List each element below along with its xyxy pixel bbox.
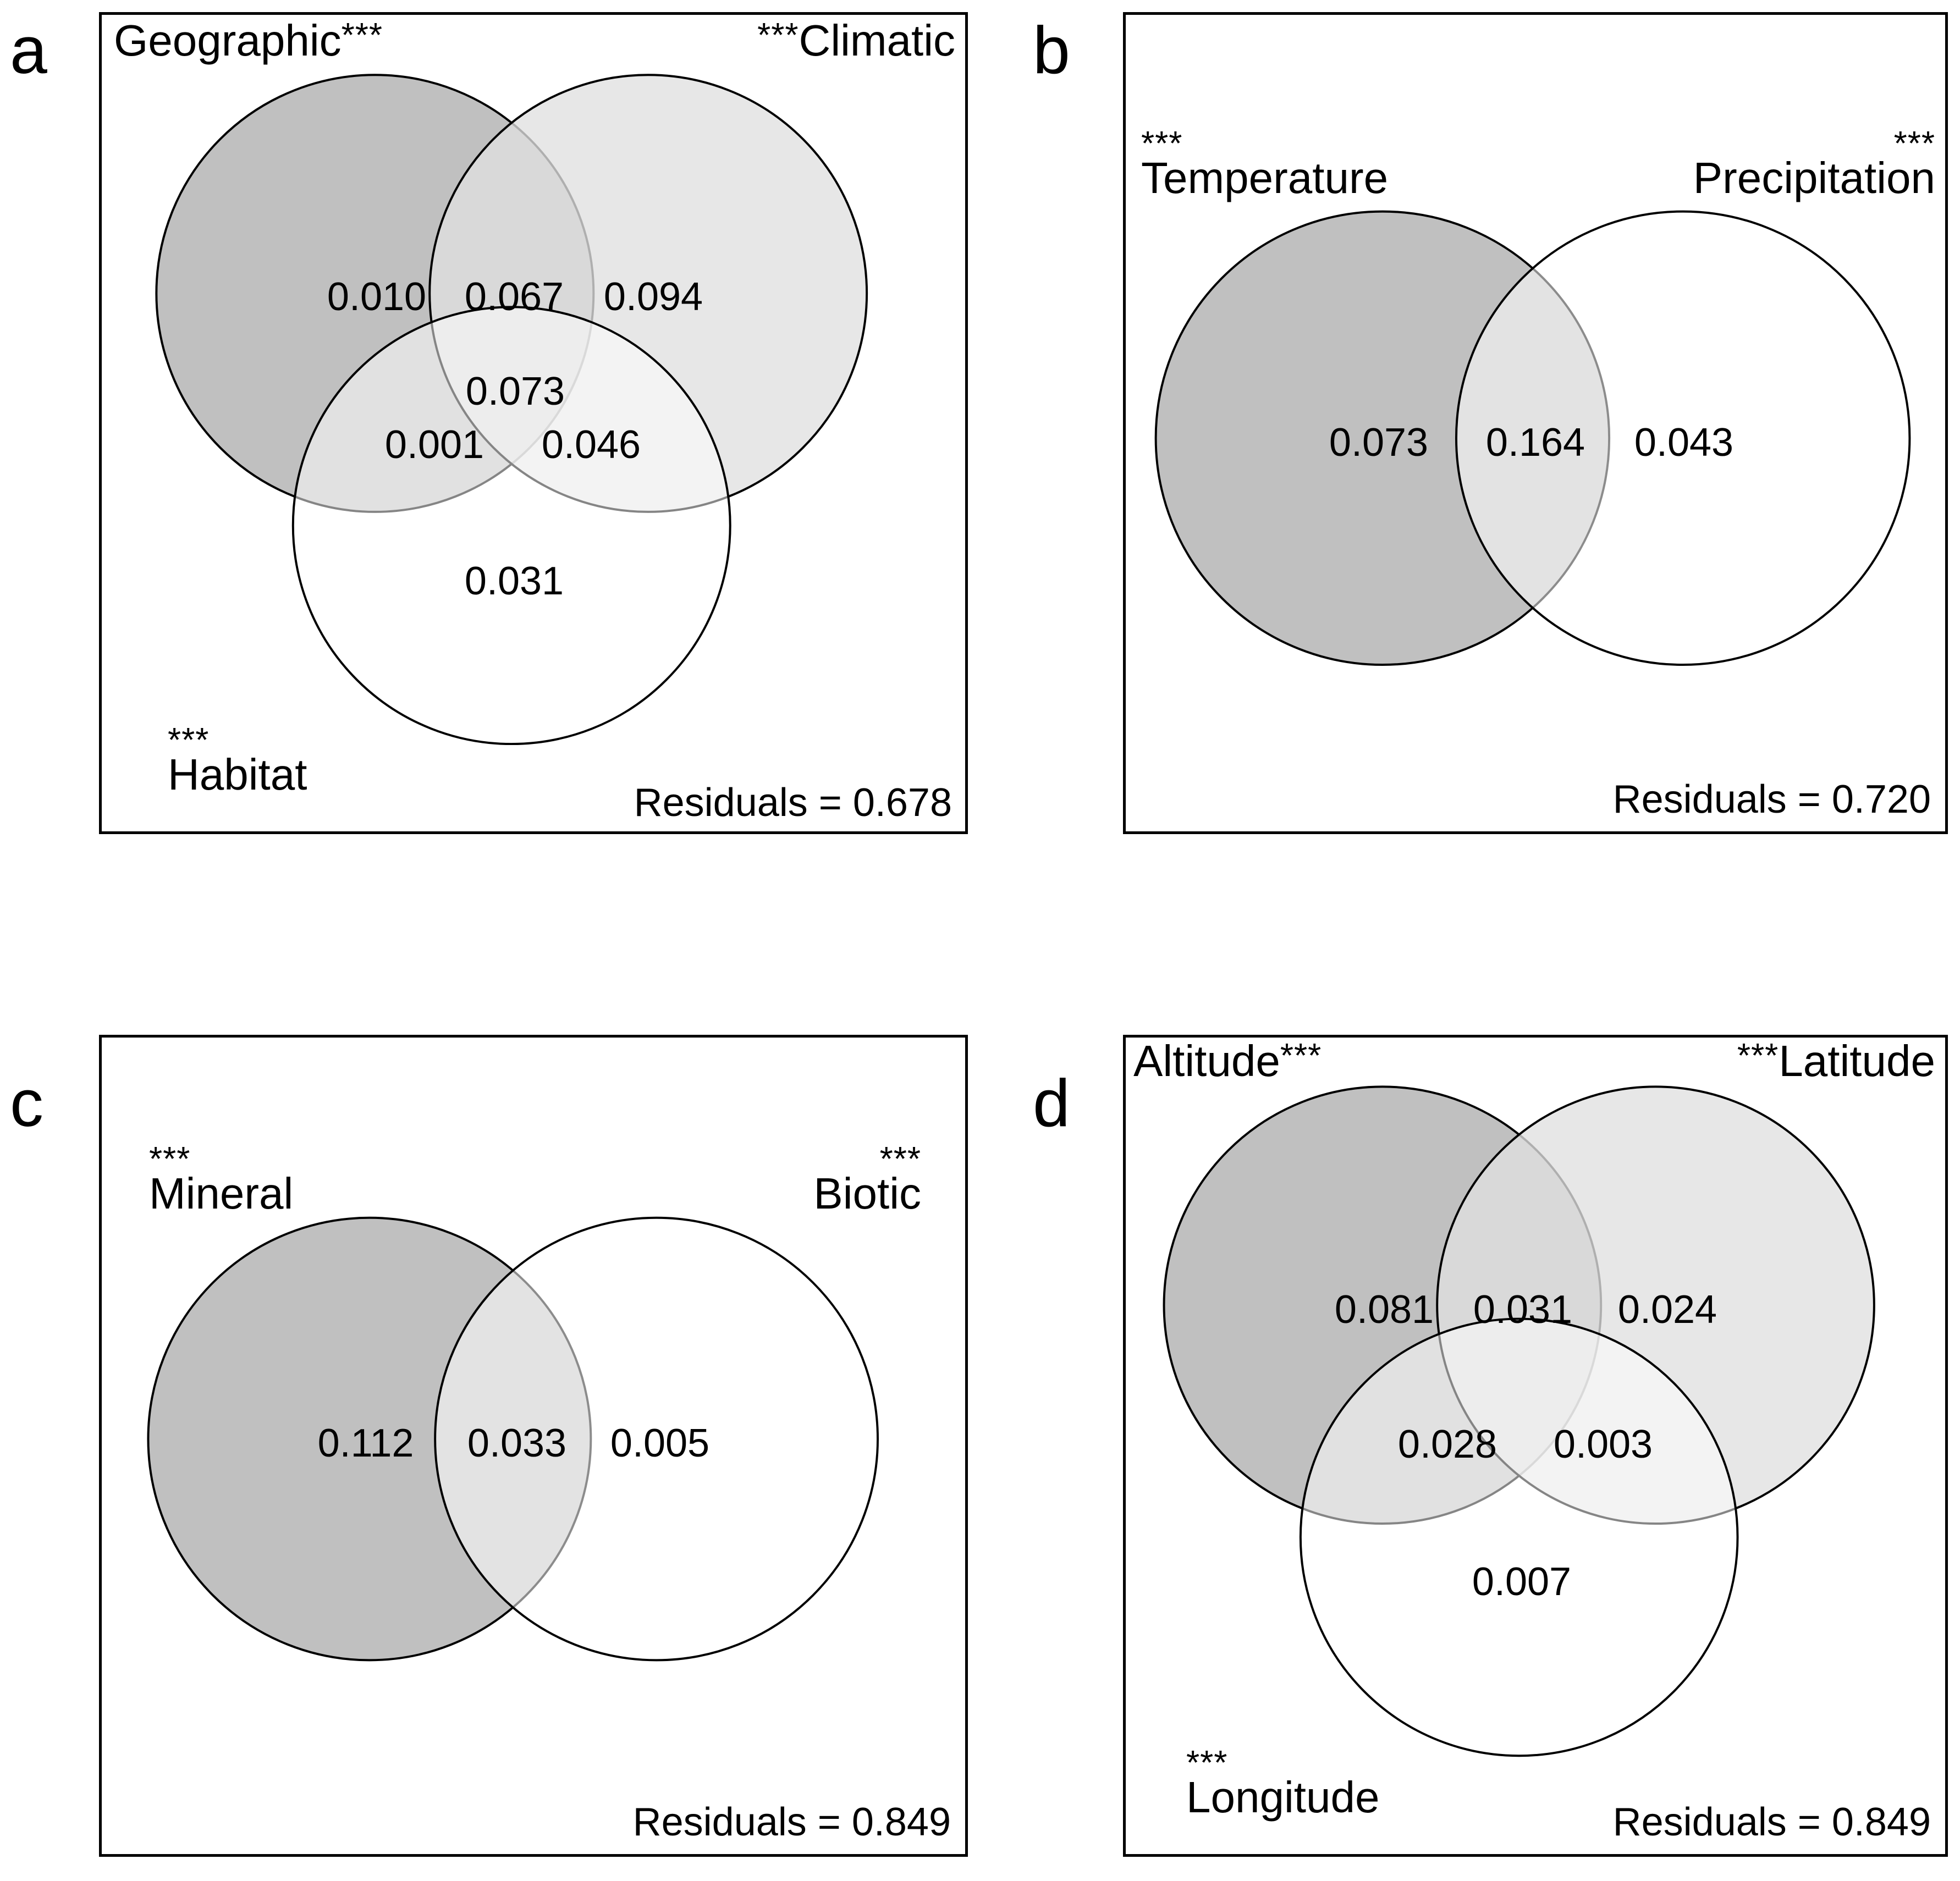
venn-value-geographic-habitat: 0.001 — [384, 423, 485, 467]
venn-value-longitude-only: 0.007 — [1472, 1560, 1572, 1604]
venn-value-altitude-latitude: 0.031 — [1473, 1288, 1573, 1332]
set-name-habitat: Habitat — [168, 749, 307, 799]
set-label-temperature: *** Temperature — [1141, 125, 1389, 202]
set-label-climatic: ***Climatic — [757, 18, 955, 63]
venn-value-climatic-habitat: 0.046 — [541, 423, 641, 467]
venn-value-biotic-only: 0.005 — [610, 1421, 710, 1465]
set-name-latitude: Latitude — [1779, 1036, 1935, 1085]
significance-stars-geographic: *** — [341, 16, 383, 54]
venn-circle-biotic — [434, 1216, 879, 1662]
residuals-label-c: Residuals = 0.849 — [632, 1800, 951, 1844]
significance-stars-temperature: *** — [1141, 125, 1183, 163]
significance-stars-longitude: *** — [1186, 1744, 1228, 1782]
venn-circle-habitat — [291, 306, 731, 746]
venn-value-temperature-precipitation: 0.164 — [1485, 421, 1585, 465]
venn-value-latitude-longitude: 0.003 — [1553, 1422, 1653, 1466]
set-name-biotic: Biotic — [813, 1168, 921, 1218]
set-label-precipitation: *** Precipitation — [1693, 125, 1935, 202]
set-label-geographic: Geographic*** — [114, 18, 383, 63]
venn-value-altitude-only: 0.081 — [1334, 1288, 1434, 1332]
venn-diagram-d — [1163, 1085, 1875, 1757]
significance-stars-latitude: *** — [1737, 1037, 1779, 1075]
panel-d: Altitude*** ***Latitude *** Longitude 0.… — [1123, 1035, 1948, 1857]
venn-value-mineral-only: 0.112 — [317, 1421, 414, 1465]
significance-stars-habitat: *** — [168, 721, 210, 759]
set-label-altitude: Altitude*** — [1133, 1039, 1322, 1084]
set-label-latitude: ***Latitude — [1737, 1039, 1935, 1084]
panel-c: *** Mineral *** Biotic 0.112 0.033 0.005… — [99, 1035, 968, 1857]
venn-value-temperature-only: 0.073 — [1329, 421, 1429, 465]
residuals-label-d: Residuals = 0.849 — [1612, 1800, 1931, 1844]
venn-diagram-c — [147, 1216, 879, 1662]
set-name-longitude: Longitude — [1186, 1772, 1380, 1822]
panel-letter-b: b — [1033, 13, 1070, 87]
residuals-label-a: Residuals = 0.678 — [634, 781, 952, 825]
venn-circle-precipitation — [1455, 210, 1911, 666]
venn-value-all-three: 0.073 — [465, 369, 565, 413]
set-name-temperature: Temperature — [1141, 153, 1389, 202]
venn-value-geographic-climatic: 0.067 — [464, 275, 564, 319]
set-name-climatic: Climatic — [799, 16, 955, 65]
panel-a: Geographic*** ***Climatic *** Habitat 0.… — [99, 12, 968, 834]
venn-value-geographic-only: 0.010 — [327, 275, 427, 319]
set-name-altitude: Altitude — [1133, 1036, 1280, 1085]
significance-stars-climatic: *** — [757, 16, 799, 54]
venn-value-climatic-only: 0.094 — [603, 275, 703, 319]
set-name-precipitation: Precipitation — [1693, 153, 1935, 202]
significance-stars-precipitation: *** — [1893, 125, 1935, 163]
significance-stars-altitude: *** — [1280, 1037, 1322, 1075]
set-label-mineral: *** Mineral — [149, 1143, 293, 1215]
significance-stars-mineral: *** — [149, 1140, 191, 1178]
venn-diagram-a — [155, 74, 868, 746]
set-name-mineral: Mineral — [149, 1168, 294, 1218]
residuals-label-b: Residuals = 0.720 — [1612, 777, 1931, 821]
venn-value-mineral-biotic: 0.033 — [467, 1421, 567, 1465]
venn-value-habitat-only: 0.031 — [464, 559, 564, 603]
panel-letter-c: c — [10, 1066, 43, 1140]
set-name-geographic: Geographic — [114, 16, 342, 65]
panel-letter-a: a — [10, 13, 47, 87]
panel-b: *** Temperature *** Precipitation 0.073 … — [1123, 12, 1948, 834]
set-label-habitat: *** Habitat — [168, 724, 307, 796]
venn-value-precipitation-only: 0.043 — [1634, 421, 1734, 465]
venn-diagram-b — [1154, 210, 1911, 666]
significance-stars-biotic: *** — [879, 1140, 921, 1178]
panel-letter-d: d — [1033, 1066, 1070, 1140]
set-label-biotic: *** Biotic — [813, 1143, 921, 1215]
venn-value-latitude-only: 0.024 — [1617, 1288, 1717, 1332]
venn-circle-longitude — [1299, 1317, 1739, 1757]
venn-value-altitude-longitude: 0.028 — [1397, 1422, 1497, 1466]
set-label-longitude: *** Longitude — [1186, 1744, 1380, 1822]
